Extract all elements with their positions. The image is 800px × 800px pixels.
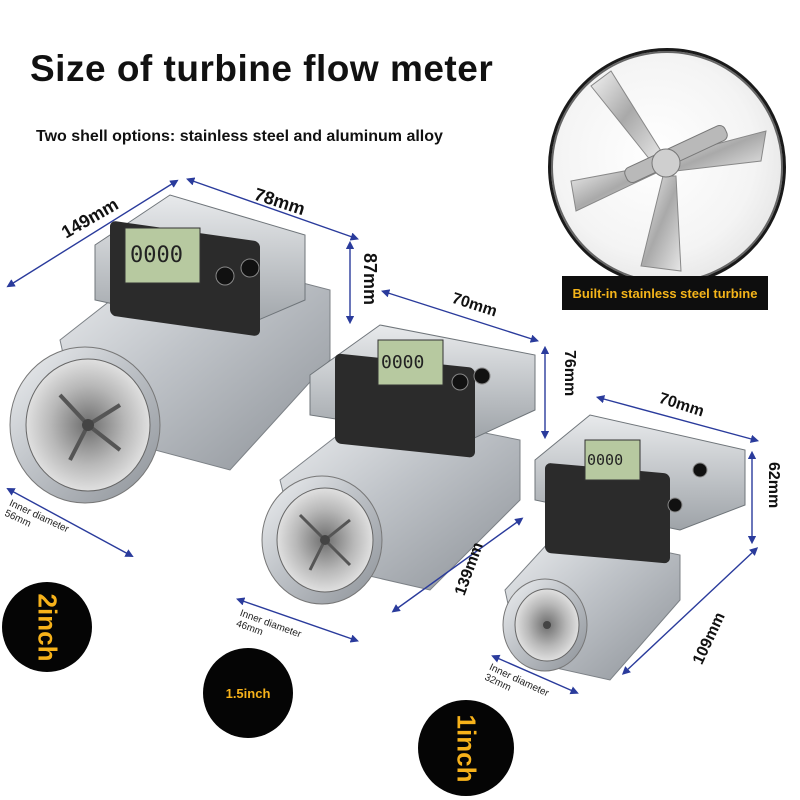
size-badge-2inch: 2inch — [2, 582, 92, 672]
size-badge-1-5inch-label: 1.5inch — [225, 685, 271, 701]
small-height-label: 62mm — [765, 462, 782, 509]
dimension-lines — [6, 177, 760, 695]
turbine-inset-image — [548, 48, 786, 286]
svg-text:0000: 0000 — [381, 352, 424, 373]
turbine-icon — [570, 70, 767, 272]
svg-text:0000: 0000 — [130, 243, 183, 268]
large-height-label: 87mm — [360, 253, 380, 306]
svg-text:0000: 0000 — [587, 451, 623, 469]
meter-medium: 0000 — [261, 324, 536, 605]
medium-height-label: 76mm — [561, 350, 578, 397]
size-badge-1inch: 1inch — [418, 700, 514, 796]
size-badge-1-5inch: 1.5inch — [203, 648, 293, 738]
size-badge-2inch-label: 2inch — [32, 593, 63, 661]
size-badge-1inch-label: 1inch — [451, 714, 482, 782]
page-subtitle: Two shell options: stainless steel and a… — [36, 128, 443, 145]
turbine-badge: Built-in stainless steel turbine — [562, 276, 768, 310]
page-title: Size of turbine flow meter — [30, 48, 494, 89]
meter-large: 0000 — [9, 194, 331, 504]
